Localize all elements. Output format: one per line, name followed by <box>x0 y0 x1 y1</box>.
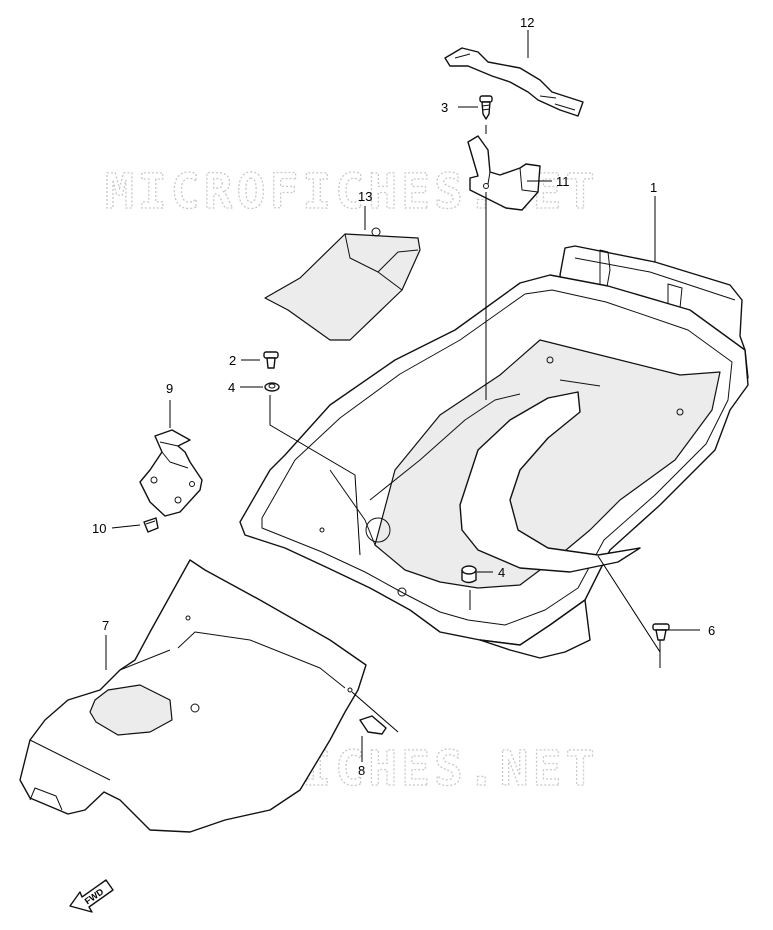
callout-13: 13 <box>358 189 372 204</box>
part-8-clip <box>359 715 387 735</box>
callouts: 12 3 11 1 13 2 4 9 10 4 7 6 8 <box>92 15 715 778</box>
fwd-arrow-icon: FWD <box>69 879 114 913</box>
callout-4-lower: 4 <box>498 565 505 580</box>
part-1-luggage-box <box>239 245 749 659</box>
part-13-pouch <box>264 227 421 341</box>
part-10-screw <box>143 517 159 533</box>
leader-lines <box>105 30 700 762</box>
callout-4-upper: 4 <box>228 380 235 395</box>
callout-2: 2 <box>229 353 236 368</box>
callout-1: 1 <box>650 180 657 195</box>
callout-3: 3 <box>441 100 448 115</box>
part-2-bolt <box>263 351 279 369</box>
part-4-grommet-lower <box>461 565 477 584</box>
callout-10: 10 <box>92 521 106 536</box>
part-4-nut-upper <box>264 382 280 392</box>
callout-11: 11 <box>556 174 570 189</box>
callout-7: 7 <box>102 618 109 633</box>
part-7-inner-cover <box>19 559 367 833</box>
part-3-screw <box>479 95 493 120</box>
part-12-bracket-strap <box>444 47 584 117</box>
part-6-bolt <box>652 623 670 641</box>
part-11-bracket <box>467 135 541 211</box>
callout-6: 6 <box>708 623 715 638</box>
callout-8: 8 <box>358 763 365 778</box>
callout-9: 9 <box>166 381 173 396</box>
part-9-bracket <box>139 429 203 517</box>
callout-12: 12 <box>520 15 534 30</box>
